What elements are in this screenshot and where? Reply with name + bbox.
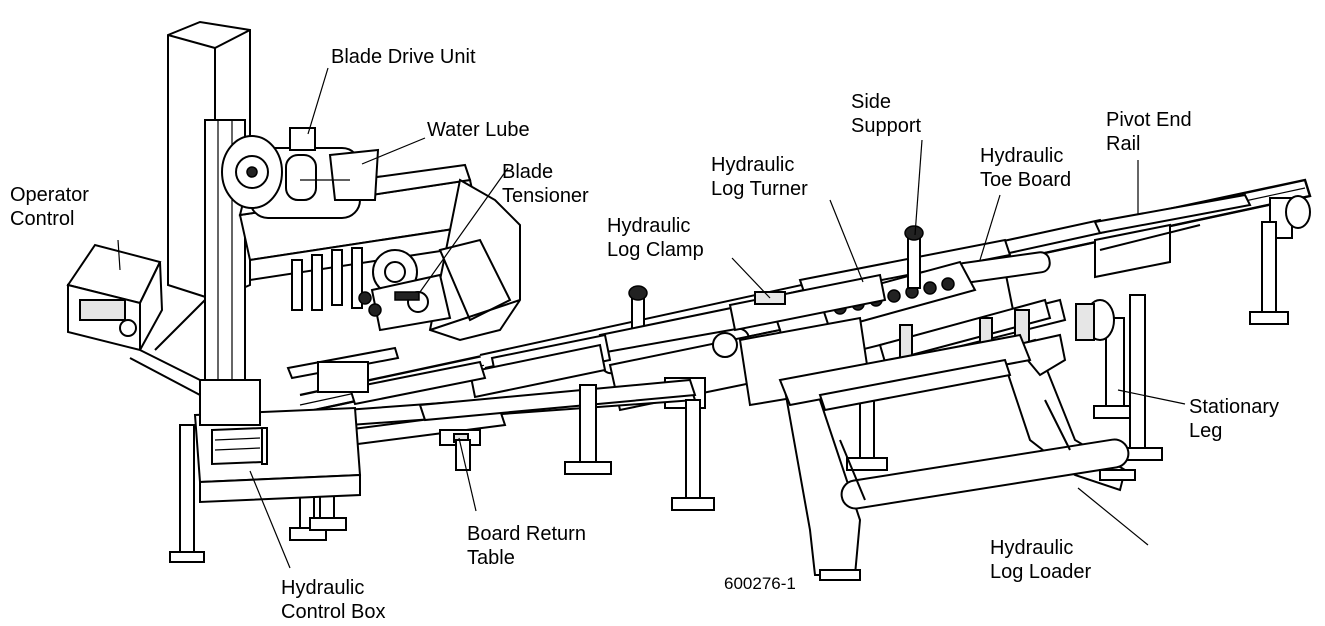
label-hydraulic-log-loader-line1: Hydraulic [990, 537, 1074, 559]
label-side-support: Side Support [851, 90, 921, 138]
label-hydraulic-toe-board-line1: Hydraulic [980, 145, 1064, 167]
blade-drive-motor [221, 127, 380, 219]
label-water-lube: Water Lube [427, 118, 530, 142]
label-hydraulic-log-clamp-line2: Log Clamp [607, 239, 704, 261]
label-hydraulic-log-turner-line2: Log Turner [711, 178, 808, 200]
log-loader-arms [778, 333, 1136, 581]
label-hydraulic-log-clamp-line1: Hydraulic [607, 215, 691, 237]
label-operator-control-line1: Operator [10, 184, 89, 206]
label-operator-control: Operator Control [10, 183, 89, 231]
label-side-support-line2: Support [851, 115, 922, 137]
label-pivot-end-rail-line1: Pivot End [1106, 109, 1192, 131]
label-blade-tensioner-line2: Tensioner [502, 185, 589, 207]
label-operator-control-line2: Control [10, 208, 75, 230]
label-blade-drive-unit-line1: Blade Drive Unit [331, 46, 476, 68]
label-blade-tensioner-line1: Blade [502, 161, 554, 183]
label-blade-tensioner: Blade Tensioner [502, 160, 589, 208]
label-board-return-table-line1: Board Return [467, 523, 586, 545]
label-stationary-leg: Stationary Leg [1189, 395, 1279, 443]
leader-lines [117, 67, 1186, 569]
label-board-return-table-line2: Table [467, 547, 515, 569]
operator-control-box [66, 243, 206, 396]
label-hydraulic-control-box: Hydraulic Control Box [281, 576, 386, 624]
label-hydraulic-log-turner: Hydraulic Log Turner [711, 153, 808, 201]
label-pivot-end-rail-line2: Rail [1106, 133, 1141, 155]
label-stationary-leg-line1: Stationary [1189, 396, 1280, 418]
blade-tensioner-assembly [358, 249, 452, 332]
label-pivot-end-rail: Pivot End Rail [1106, 108, 1192, 156]
figure-number: 600276-1 [724, 574, 796, 593]
label-hydraulic-log-loader-line2: Log Loader [990, 561, 1092, 583]
label-water-lube-line1: Water Lube [427, 119, 530, 141]
saw-head-carriage [238, 163, 521, 342]
pivot-end-assembly [1075, 193, 1311, 461]
label-stationary-leg-line2: Leg [1189, 420, 1223, 442]
label-hydraulic-toe-board-line2: Toe Board [980, 169, 1072, 191]
label-hydraulic-log-clamp: Hydraulic Log Clamp [607, 214, 704, 262]
label-hydraulic-control-box-line2: Control Box [281, 601, 386, 623]
label-hydraulic-log-loader: Hydraulic Log Loader [990, 536, 1091, 584]
label-board-return-table: Board Return Table [467, 522, 586, 570]
side-support-posts [628, 225, 924, 347]
board-return-table [286, 333, 697, 447]
label-blade-drive-unit: Blade Drive Unit [331, 45, 476, 69]
label-hydraulic-toe-board: Hydraulic Toe Board [980, 144, 1071, 192]
hydraulic-control-box [169, 379, 362, 563]
label-hydraulic-control-box-line1: Hydraulic [281, 577, 365, 599]
label-hydraulic-log-turner-line1: Hydraulic [711, 154, 795, 176]
label-side-support-line1: Side [851, 91, 892, 113]
